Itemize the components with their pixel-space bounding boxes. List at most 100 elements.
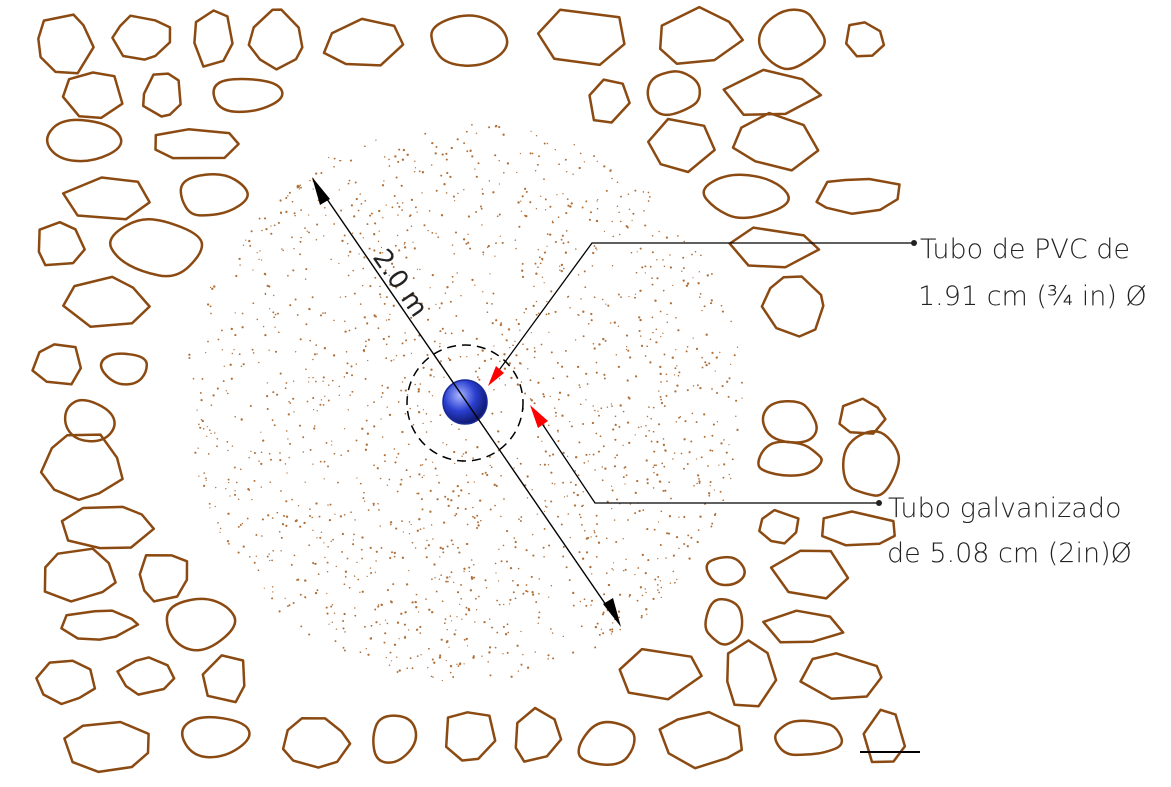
sand-dot	[415, 606, 418, 609]
sand-dot	[677, 329, 680, 332]
sand-dot	[344, 631, 346, 633]
sand-dot	[669, 302, 673, 305]
sand-dot	[222, 380, 225, 383]
sand-dot	[316, 223, 319, 226]
sand-dot	[622, 410, 625, 413]
sand-dot	[343, 583, 346, 586]
sand-dot	[464, 507, 467, 511]
sand-dot	[500, 515, 502, 518]
sand-dot	[209, 507, 211, 509]
sand-dot	[386, 622, 389, 625]
sand-dot	[498, 183, 501, 185]
sand-dot	[516, 171, 518, 174]
sand-dot	[394, 461, 397, 464]
sand-dot	[457, 494, 460, 497]
sand-dot	[294, 214, 296, 217]
sand-dot	[697, 529, 700, 531]
sand-dot	[468, 570, 470, 573]
sand-dot	[520, 363, 522, 365]
dimension-arrow-end	[603, 598, 621, 627]
sand-dot	[286, 472, 288, 474]
sand-dot	[511, 579, 514, 582]
sand-dot	[316, 353, 318, 355]
sand-dot	[379, 525, 381, 527]
sand-dot	[630, 251, 633, 254]
sand-dot	[558, 398, 560, 401]
sand-dot	[353, 533, 355, 536]
sand-dot	[293, 554, 296, 557]
sand-dot	[673, 452, 676, 454]
sand-dot	[673, 374, 676, 376]
sand-dot	[644, 224, 647, 227]
sand-dot	[548, 596, 550, 598]
sand-dot	[699, 386, 702, 390]
sand-dot	[611, 220, 613, 223]
sand-dot	[509, 598, 512, 601]
sand-dot	[570, 425, 573, 428]
sand-dot	[344, 576, 347, 578]
sand-dot	[287, 438, 289, 440]
sand-dot	[358, 253, 360, 255]
sand-dot	[559, 269, 561, 271]
sand-dot	[442, 521, 446, 524]
sand-dot	[446, 444, 448, 446]
sand-dot	[443, 376, 445, 378]
sand-dot	[518, 225, 521, 228]
sand-dot	[355, 439, 358, 442]
sand-dot	[323, 460, 326, 463]
sand-dot	[291, 236, 293, 239]
sand-dot	[481, 192, 484, 195]
sand-dot	[402, 296, 406, 300]
sand-dot	[338, 262, 340, 265]
sand-dot	[203, 484, 206, 487]
dimension-arrow-start	[312, 177, 330, 205]
sand-dot	[678, 547, 680, 550]
sand-dot	[578, 513, 581, 516]
sand-dot	[499, 235, 501, 237]
sand-dot	[547, 654, 550, 657]
sand-dot	[589, 453, 591, 456]
sand-dot	[736, 428, 739, 432]
sand-dot	[331, 604, 334, 606]
sand-dot	[365, 443, 368, 446]
sand-dot	[560, 263, 564, 267]
sand-dot	[474, 168, 476, 170]
sand-dot	[214, 505, 216, 508]
sand-dot	[545, 313, 548, 316]
sand-dot	[708, 494, 711, 497]
sand-dot	[403, 376, 406, 379]
sand-dot	[348, 329, 351, 332]
sand-dot	[263, 587, 265, 589]
sand-dot	[569, 205, 572, 208]
sand-dot	[532, 304, 535, 308]
sand-dot	[594, 625, 598, 629]
sand-dot	[373, 249, 376, 252]
sand-dot	[498, 213, 501, 216]
sand-dot	[438, 307, 441, 309]
sand-dot	[683, 438, 686, 441]
sand-dot	[588, 218, 591, 221]
sand-dot	[662, 438, 665, 440]
sand-dot	[583, 598, 586, 601]
sand-dot	[194, 451, 197, 454]
sand-dot	[476, 514, 479, 517]
gravel-rock	[761, 400, 818, 444]
sand-dot	[400, 184, 403, 187]
sand-dot	[360, 203, 363, 205]
sand-dot	[550, 351, 553, 354]
sand-dot	[711, 522, 714, 525]
sand-dot	[672, 570, 675, 573]
sand-dot	[656, 277, 659, 280]
sand-dot	[583, 462, 586, 464]
sand-dot	[627, 193, 630, 195]
sand-dot	[390, 359, 393, 362]
sand-dot	[328, 623, 330, 625]
sand-dot	[296, 579, 298, 581]
sand-dot	[491, 412, 494, 415]
sand-dot	[652, 406, 655, 409]
sand-dot	[260, 451, 263, 454]
sand-dot	[538, 578, 540, 580]
gravel-rock	[838, 397, 887, 435]
sand-dot	[442, 551, 445, 554]
sand-dot	[566, 198, 569, 201]
